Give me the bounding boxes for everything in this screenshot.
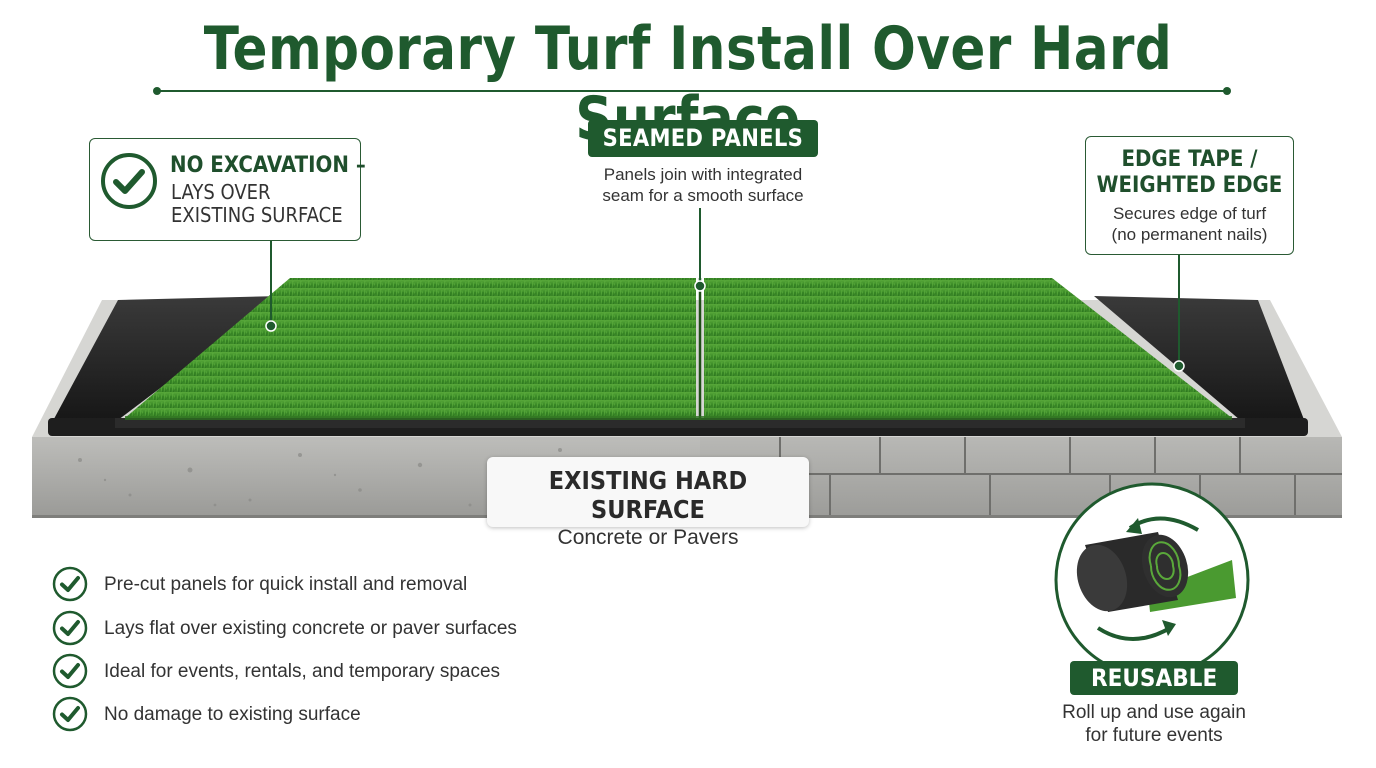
benefit-text: Ideal for events, rentals, and temporary… [104, 661, 501, 682]
rolled-turf-icon [1076, 532, 1236, 612]
benefit-text: Lays flat over existing concrete or pave… [104, 618, 517, 639]
check-circle-icon [101, 153, 157, 209]
seamed-panels-text: Panels join with integrated seam for a s… [602, 165, 804, 205]
hard-surface-label: EXISTING HARD SURFACE Concrete or Pavers [487, 457, 809, 549]
right-weighted-edge [1094, 296, 1308, 430]
left-weighted-edge [48, 296, 282, 430]
no-excavation-heading: NO EXCAVATION – [170, 153, 366, 178]
reusable-text: Roll up and use again for future events [1062, 702, 1246, 746]
hard-surface-subtext: Concrete or Pavers [557, 526, 739, 549]
no-excavation-text: LAYS OVER EXISTING SURFACE [171, 180, 343, 227]
check-circle-icon [52, 696, 88, 732]
list-item: Ideal for events, rentals, and temporary… [52, 653, 532, 689]
title-underline [153, 87, 1231, 95]
turf-panel-left [125, 278, 696, 418]
edge-tape-text: Secures edge of turf (no permanent nails… [1111, 204, 1268, 244]
edge-tape-heading: EDGE TAPE / WEIGHTED EDGE [1096, 147, 1283, 198]
list-item: No damage to existing surface [52, 696, 532, 732]
reusable-label: REUSABLE [1070, 661, 1238, 695]
benefit-text: No damage to existing surface [104, 704, 361, 725]
check-circle-icon [52, 653, 88, 689]
hard-surface-heading: EXISTING HARD SURFACE [548, 466, 748, 524]
turf-panel-right [704, 278, 1232, 418]
reusable-roll-badge [1054, 482, 1250, 678]
list-item: Pre-cut panels for quick install and rem… [52, 566, 532, 602]
no-excavation-callout: NO EXCAVATION – LAYS OVER EXISTING SURFA… [89, 138, 366, 241]
check-circle-icon [52, 566, 88, 602]
list-item: Lays flat over existing concrete or pave… [52, 610, 532, 646]
benefit-text: Pre-cut panels for quick install and rem… [104, 574, 468, 595]
edge-tape-callout: EDGE TAPE / WEIGHTED EDGE Secures edge o… [1085, 136, 1294, 255]
seamed-panels-label: SEAMED PANELS [588, 120, 818, 157]
check-circle-icon [52, 610, 88, 646]
page-title: Temporary Turf Install Over Hard Surface [203, 14, 1173, 154]
